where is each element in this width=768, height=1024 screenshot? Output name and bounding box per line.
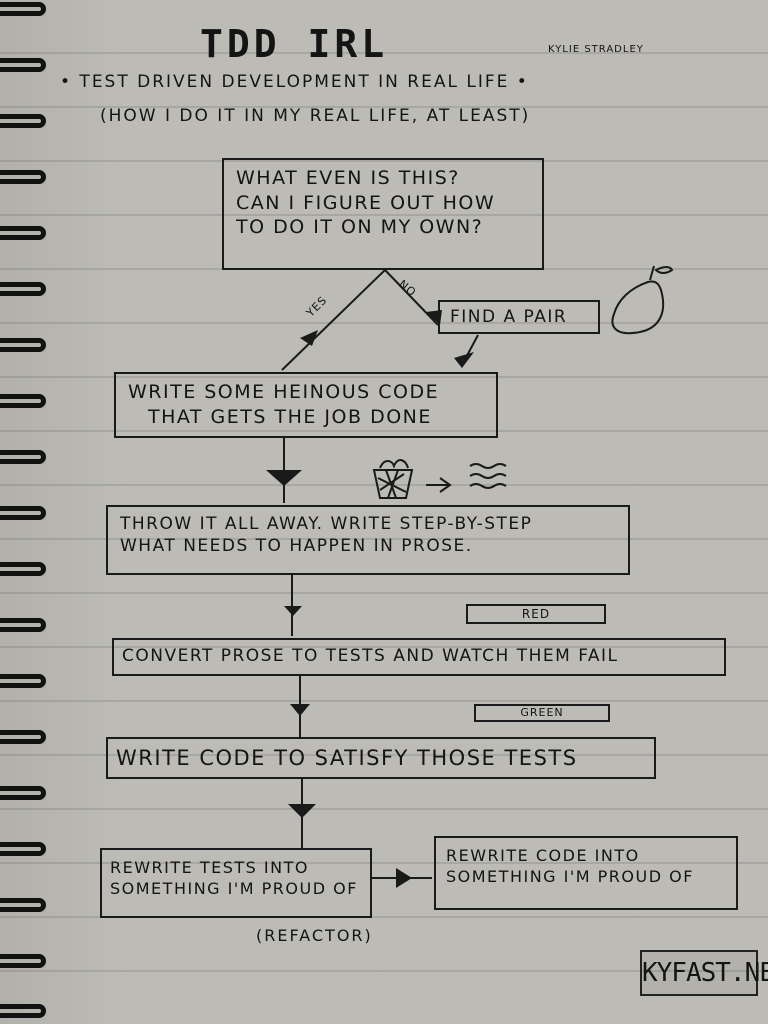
spiral-ring	[0, 562, 46, 576]
convert-text: CONVERT PROSE TO TESTS AND WATCH THEM FA…	[122, 646, 619, 666]
page-title: TDD IRL	[200, 22, 389, 66]
pear-icon	[611, 265, 674, 335]
throw-away-line: WHAT NEEDS TO HAPPEN IN PROSE.	[120, 536, 473, 557]
question-box: WHAT EVEN IS THIS? CAN I FIGURE OUT HOW …	[222, 158, 544, 270]
heinous-line: WRITE SOME HEINOUS CODE	[128, 381, 440, 403]
spiral-ring	[0, 2, 46, 16]
spiral-ring	[0, 114, 46, 128]
spiral-ring	[0, 394, 46, 408]
spiral-ring	[0, 338, 46, 352]
flow-arrowhead	[290, 704, 310, 716]
heinous-line: THAT GETS THE JOB DONE	[148, 405, 432, 428]
spiral-ring	[0, 730, 46, 744]
find-pair-text: FIND A PAIR	[450, 307, 568, 327]
rewrite-code-line: REWRITE CODE INTO	[446, 846, 640, 865]
pair-arrowhead	[454, 352, 474, 368]
yes-arrowhead	[300, 330, 318, 346]
flow-arrowhead	[284, 606, 302, 616]
rewrite-tests-line: REWRITE TESTS INTO	[110, 858, 309, 877]
spiral-ring	[0, 842, 46, 856]
rewrite-code-line: SOMETHING I'M PROUD OF	[446, 866, 694, 886]
convert-box: CONVERT PROSE TO TESTS AND WATCH THEM FA…	[112, 638, 726, 676]
red-tag-label: RED	[521, 607, 551, 621]
spiral-ring	[0, 282, 46, 296]
spiral-ring	[0, 58, 46, 72]
green-tag-label: GREEN	[520, 706, 564, 719]
red-tag: RED	[466, 604, 606, 624]
rewrite-tests-box: REWRITE TESTS INTO SOMETHING I'M PROUD O…	[100, 848, 372, 918]
wind-icon	[426, 463, 507, 493]
green-tag: GREEN	[474, 704, 610, 722]
satisfy-box: WRITE CODE TO SATISFY THOSE TESTS	[106, 737, 656, 779]
refactor-arrowhead	[396, 868, 412, 888]
satisfy-text: WRITE CODE TO SATISFY THOSE TESTS	[116, 746, 578, 770]
spiral-ring	[0, 506, 46, 520]
spiral-ring	[0, 1004, 46, 1018]
subtitle-line-1: • TEST DRIVEN DEVELOPMENT IN REAL LIFE •	[60, 72, 529, 92]
find-pair-box: FIND A PAIR	[438, 300, 600, 334]
rewrite-tests-line: SOMETHING I'M PROUD OF	[110, 878, 358, 898]
spiral-ring	[0, 674, 46, 688]
rewrite-code-box: REWRITE CODE INTO SOMETHING I'M PROUD OF	[434, 836, 738, 910]
question-line: CAN I FIGURE OUT HOW	[236, 191, 496, 214]
refactor-label: (REFACTOR)	[256, 926, 373, 945]
flow-arrowhead	[266, 470, 302, 486]
throw-away-box: THROW IT ALL AWAY. WRITE STEP-BY-STEP WH…	[106, 505, 630, 575]
question-line: WHAT EVEN IS THIS?	[236, 167, 460, 189]
spiral-ring	[0, 226, 46, 240]
question-line: TO DO IT ON MY OWN?	[236, 216, 484, 239]
author-signature: KYLIE STRADLEY	[548, 44, 644, 55]
spiral-ring	[0, 954, 46, 968]
spiral-ring	[0, 618, 46, 632]
subtitle-line-2: (HOW I DO IT IN MY REAL LIFE, AT LEAST)	[100, 106, 531, 126]
no-branch-line	[384, 269, 439, 326]
flow-arrowhead	[288, 804, 316, 818]
spiral-ring	[0, 898, 46, 912]
spiral-ring	[0, 786, 46, 800]
spiral-ring	[0, 170, 46, 184]
throw-away-line: THROW IT ALL AWAY. WRITE STEP-BY-STEP	[120, 514, 533, 534]
spiral-binding	[0, 0, 60, 1024]
site-stamp: KYFAST.NET	[640, 950, 768, 996]
yes-branch-line	[281, 269, 386, 371]
heinous-code-box: WRITE SOME HEINOUS CODE THAT GETS THE JO…	[114, 372, 498, 438]
trash-basket-icon	[372, 459, 414, 499]
spiral-ring	[0, 450, 46, 464]
